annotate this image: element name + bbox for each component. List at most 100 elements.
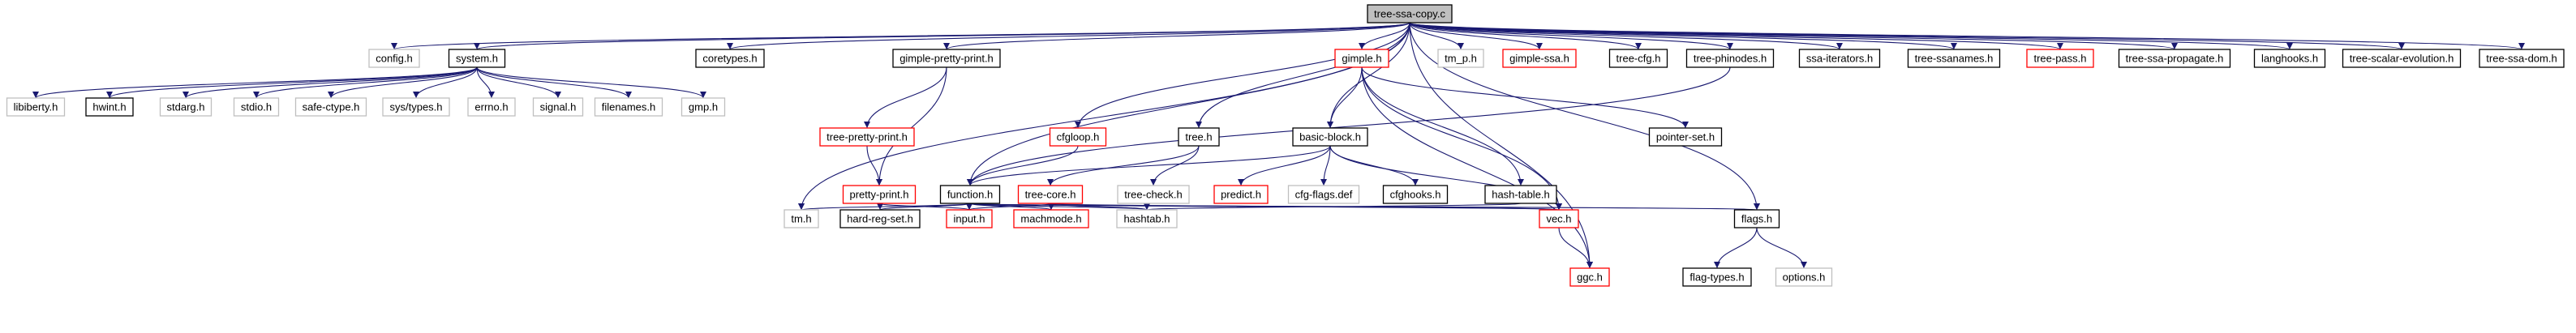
node-ggc-h[interactable]: ggc.h bbox=[1569, 267, 1610, 287]
node-label: cfg-flags.def bbox=[1295, 189, 1353, 201]
node-cfgloop-h[interactable]: cfgloop.h bbox=[1049, 127, 1107, 147]
node-box bbox=[842, 185, 917, 204]
node-label: ggc.h bbox=[1577, 271, 1603, 284]
node-gimple-h[interactable]: gimple.h bbox=[1334, 49, 1389, 68]
node-label: gmp.h bbox=[689, 101, 718, 113]
node-label: pointer-set.h bbox=[1656, 131, 1715, 143]
node-tree-ssa-propagate-h[interactable]: tree-ssa-propagate.h bbox=[2118, 49, 2231, 68]
node-label: signal.h bbox=[540, 101, 577, 113]
edge-hash-table-h-to-hashtab-h bbox=[1144, 203, 1522, 211]
node-pretty-print-h[interactable]: pretty-print.h bbox=[842, 185, 917, 204]
edge-tree-ssa-copy-c-to-gimple-ssa-h bbox=[1409, 22, 1543, 50]
node-box bbox=[1382, 185, 1449, 204]
node-box bbox=[819, 127, 915, 147]
edge-tree-ssa-copy-c-to-ssa-iterators-h bbox=[1409, 22, 1843, 50]
node-tree-ssa-dom-h[interactable]: tree-ssa-dom.h bbox=[2479, 49, 2565, 68]
node-hwint-h[interactable]: hwint.h bbox=[85, 97, 134, 117]
node-box bbox=[1178, 127, 1220, 147]
node-label: safe-ctype.h bbox=[303, 101, 360, 113]
node-box bbox=[2118, 49, 2231, 68]
node-vec-h[interactable]: vec.h bbox=[1539, 209, 1579, 228]
node-box bbox=[1682, 267, 1752, 287]
edge-gimple-pretty-print-h-to-pretty-print-h bbox=[876, 66, 947, 186]
node-hard-reg-set-h[interactable]: hard-reg-set.h bbox=[839, 209, 921, 228]
node-label: cfgloop.h bbox=[1057, 131, 1100, 143]
node-gmp-h: gmp.h bbox=[680, 97, 726, 117]
node-filenames-h: filenames.h bbox=[594, 97, 663, 117]
node-hash-table-h[interactable]: hash-table.h bbox=[1484, 185, 1557, 204]
node-label: tree-core.h bbox=[1025, 189, 1076, 201]
node-machmode-h[interactable]: machmode.h bbox=[1013, 209, 1089, 228]
edge-gimple-h-to-vec-h bbox=[1361, 66, 1562, 211]
node-function-h[interactable]: function.h bbox=[939, 185, 1001, 204]
edge-tree-ssa-copy-c-to-tree-cfg-h bbox=[1409, 22, 1642, 50]
edge-system-h-to-safe-ctype-h bbox=[328, 66, 478, 99]
node-ssa-iterators-h[interactable]: ssa-iterators.h bbox=[1798, 49, 1881, 68]
edge-tree-ssa-copy-c-to-system-h bbox=[474, 22, 1410, 50]
node-label: hwint.h bbox=[92, 101, 126, 113]
node-gimple-pretty-print-h[interactable]: gimple-pretty-print.h bbox=[892, 49, 1001, 68]
node-box bbox=[368, 49, 420, 68]
node-tree-pretty-print-h[interactable]: tree-pretty-print.h bbox=[819, 127, 915, 147]
node-box bbox=[1907, 49, 2001, 68]
node-tree-check-h: tree-check.h bbox=[1117, 185, 1190, 204]
node-langhooks-h[interactable]: langhooks.h bbox=[2253, 49, 2326, 68]
edge-system-h-to-stdio-h bbox=[253, 66, 478, 99]
node-box bbox=[2342, 49, 2462, 68]
edge-basic-block-h-to-function-h bbox=[967, 145, 1331, 186]
node-basic-block-h[interactable]: basic-block.h bbox=[1292, 127, 1368, 147]
node-flags-h[interactable]: flags.h bbox=[1733, 209, 1780, 228]
node-tm-p-h: tm_p.h bbox=[1437, 49, 1484, 68]
node-input-h[interactable]: input.h bbox=[946, 209, 993, 228]
node-label: tree.h bbox=[1185, 131, 1212, 143]
node-tree-scalar-evolution-h[interactable]: tree-scalar-evolution.h bbox=[2342, 49, 2462, 68]
edge-tree-core-h-to-hashtab-h bbox=[1050, 203, 1150, 211]
node-pointer-set-h[interactable]: pointer-set.h bbox=[1648, 127, 1723, 147]
node-box bbox=[594, 97, 663, 117]
node-tree-cfg-h[interactable]: tree-cfg.h bbox=[1608, 49, 1668, 68]
node-tree-pass-h[interactable]: tree-pass.h bbox=[2026, 49, 2094, 68]
edge-basic-block-h-to-predict-h bbox=[1238, 145, 1331, 186]
edge-tree-ssa-copy-c-to-cfgloop-h bbox=[1075, 22, 1410, 129]
node-gimple-ssa-h[interactable]: gimple-ssa.h bbox=[1502, 49, 1577, 68]
node-box bbox=[946, 209, 993, 228]
node-stdio-h: stdio.h bbox=[233, 97, 280, 117]
node-system-h[interactable]: system.h bbox=[448, 49, 506, 68]
node-box bbox=[1049, 127, 1107, 147]
node-cfg-flags-def: cfg-flags.def bbox=[1287, 185, 1360, 204]
node-hashtab-h: hashtab.h bbox=[1116, 209, 1178, 228]
node-label: gimple-pretty-print.h bbox=[899, 53, 994, 65]
node-flag-types-h[interactable]: flag-types.h bbox=[1682, 267, 1752, 287]
node-box bbox=[448, 49, 506, 68]
node-safe-ctype-h: safe-ctype.h bbox=[294, 97, 367, 117]
node-label: libiberty.h bbox=[14, 101, 58, 113]
node-box bbox=[892, 49, 1001, 68]
node-box bbox=[1116, 209, 1178, 228]
node-libiberty-h: libiberty.h bbox=[6, 97, 66, 117]
edge-tree-ssa-copy-c-to-gimple-pretty-print-h bbox=[943, 22, 1410, 50]
node-label: coretypes.h bbox=[702, 53, 757, 65]
edge-tree-h-to-tree-core-h bbox=[1047, 145, 1200, 186]
node-label: flag-types.h bbox=[1689, 271, 1744, 284]
node-tree-h[interactable]: tree.h bbox=[1178, 127, 1220, 147]
node-cfghooks-h[interactable]: cfghooks.h bbox=[1382, 185, 1449, 204]
edge-tree-ssa-copy-c-to-coretypes-h bbox=[727, 22, 1410, 50]
node-predict-h[interactable]: predict.h bbox=[1213, 185, 1269, 204]
node-box bbox=[1539, 209, 1579, 228]
node-tree-core-h[interactable]: tree-core.h bbox=[1017, 185, 1084, 204]
node-tree-phinodes-h[interactable]: tree-phinodes.h bbox=[1685, 49, 1775, 68]
node-box bbox=[1502, 49, 1577, 68]
node-label: tree-scalar-evolution.h bbox=[2350, 53, 2454, 65]
node-box bbox=[1685, 49, 1775, 68]
node-coretypes-h[interactable]: coretypes.h bbox=[695, 49, 765, 68]
edge-tree-ssa-copy-c-to-ggc-h bbox=[1409, 22, 1593, 269]
node-label: tree-ssa-dom.h bbox=[2486, 53, 2557, 65]
edge-tree-ssa-copy-c-to-tree-ssanames-h bbox=[1409, 22, 1957, 50]
node-label: hashtab.h bbox=[1123, 213, 1170, 225]
node-label: tree-check.h bbox=[1124, 189, 1183, 201]
node-box bbox=[939, 185, 1001, 204]
node-tree-ssa-copy-c[interactable]: tree-ssa-copy.c bbox=[1367, 4, 1453, 23]
node-tree-ssanames-h[interactable]: tree-ssanames.h bbox=[1907, 49, 2001, 68]
node-box bbox=[1213, 185, 1269, 204]
